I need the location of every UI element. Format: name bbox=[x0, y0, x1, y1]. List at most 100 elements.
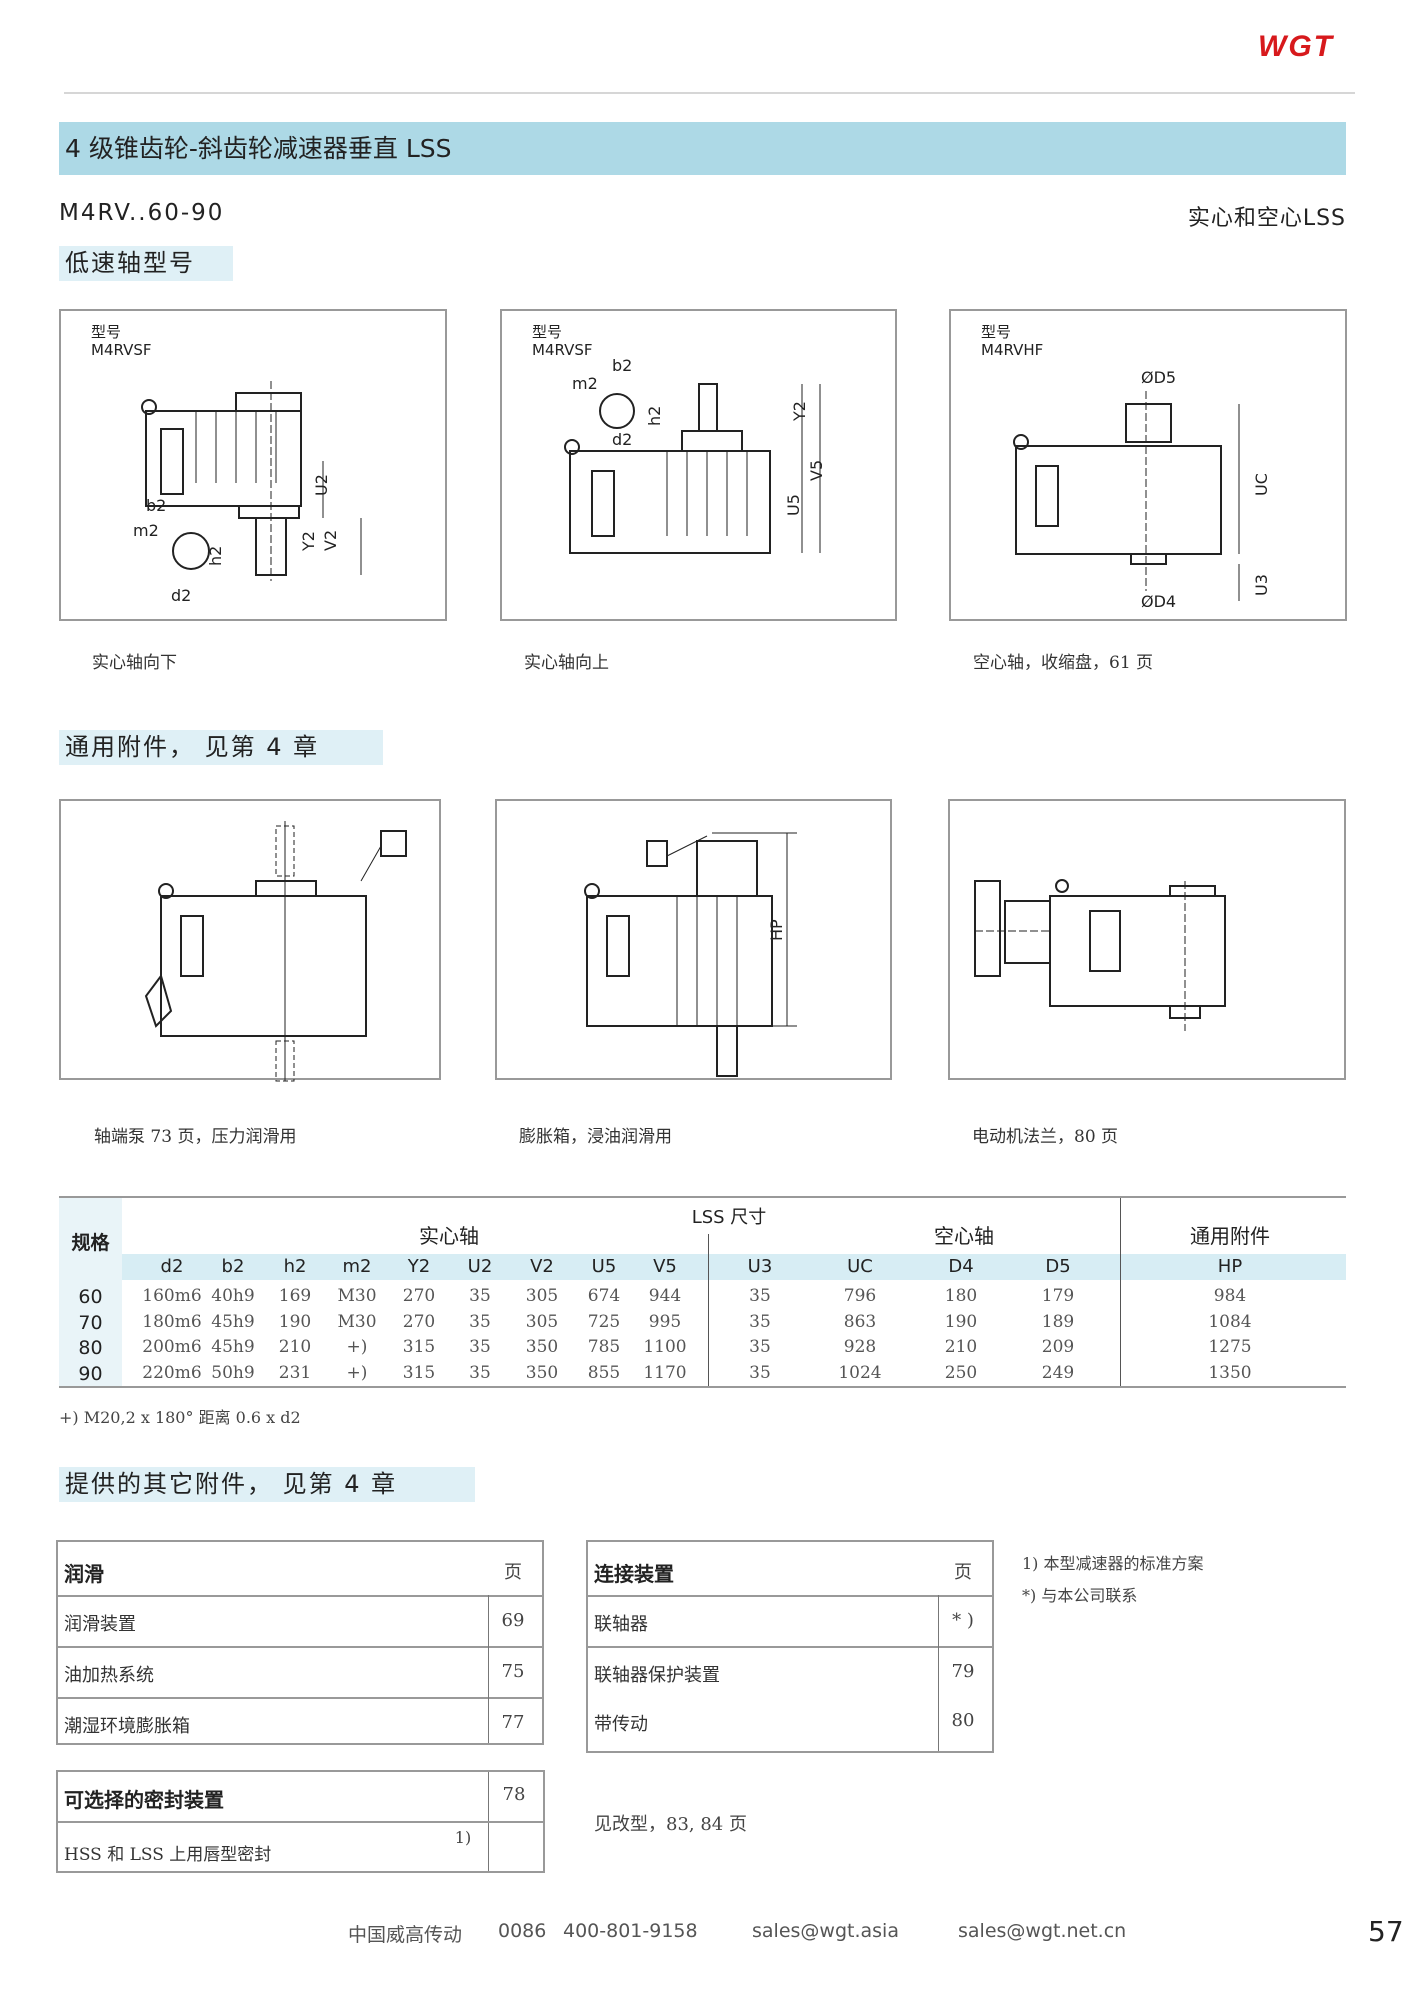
table-title: 连接装置 bbox=[594, 1562, 674, 1586]
column-header: h2 bbox=[283, 1256, 307, 1277]
list-item: 联轴器 bbox=[594, 1614, 648, 1635]
table-cell: 210 bbox=[278, 1337, 312, 1357]
dim-label: Y2 bbox=[790, 401, 809, 422]
table-cell: 169 bbox=[278, 1286, 312, 1306]
type-label: 型号 bbox=[91, 323, 122, 341]
table-cell: 270 bbox=[402, 1312, 436, 1332]
shaft-type: 实心和空心LSS bbox=[1187, 206, 1346, 231]
model-label: M4RVSF bbox=[91, 341, 152, 359]
wgt-logo: WGT bbox=[1258, 30, 1334, 63]
footer-email-2[interactable]: sales@wgt.net.cn bbox=[958, 1920, 1127, 1942]
dim-label: ØD4 bbox=[1141, 592, 1176, 611]
figure-caption: 空心轴，收缩盘，61 页 bbox=[973, 653, 1154, 673]
table-cell: 179 bbox=[1041, 1286, 1075, 1306]
table-cell: 315 bbox=[402, 1363, 436, 1383]
page-ref: 79 bbox=[951, 1661, 975, 1682]
dim-label: Y2 bbox=[299, 531, 318, 552]
page-header: 页 bbox=[954, 1562, 972, 1583]
solid-shaft-header: 实心轴 bbox=[419, 1224, 479, 1248]
table-footnote: +) M20,2 x 180° 距离 0.6 x d2 bbox=[59, 1408, 301, 1427]
table-cell: 249 bbox=[1041, 1363, 1075, 1383]
table-cell: 35 bbox=[749, 1363, 771, 1383]
header-divider bbox=[64, 92, 1355, 94]
table-cell: 180 bbox=[944, 1286, 978, 1306]
table-cell: 315 bbox=[402, 1337, 436, 1357]
dim-label: ØD5 bbox=[1141, 368, 1176, 387]
table-cell: 855 bbox=[587, 1363, 621, 1383]
column-header: b2 bbox=[221, 1256, 245, 1277]
page-ref: 80 bbox=[951, 1710, 975, 1731]
table-cell: 1275 bbox=[1208, 1337, 1252, 1357]
section-title-other-accessories: 提供的其它附件， 见第 4 章 bbox=[59, 1467, 475, 1502]
dim-label: HP bbox=[767, 919, 786, 941]
dim-label: m2 bbox=[572, 374, 598, 393]
dim-label: U5 bbox=[784, 494, 803, 516]
section-title-lss-types: 低速轴型号 bbox=[59, 246, 233, 281]
figure-expansion-tank: HP bbox=[495, 799, 892, 1080]
figure-caption: 实心轴向下 bbox=[92, 653, 177, 673]
column-header: U3 bbox=[747, 1256, 773, 1277]
table-cell: 220m6 bbox=[142, 1363, 202, 1383]
section-title-accessories: 通用附件， 见第 4 章 bbox=[59, 730, 383, 765]
table-cell: 35 bbox=[749, 1312, 771, 1332]
page-ref: 69 bbox=[501, 1610, 525, 1631]
figure-caption: 实心轴向上 bbox=[524, 653, 609, 673]
column-header: U5 bbox=[591, 1256, 617, 1277]
list-item: 油加热系统 bbox=[64, 1665, 154, 1686]
dim-label: UC bbox=[1252, 473, 1271, 496]
table-cell: 35 bbox=[469, 1312, 491, 1332]
figure-motor-flange bbox=[948, 799, 1346, 1080]
table-cell: 250 bbox=[944, 1363, 978, 1383]
figure-caption: 电动机法兰，80 页 bbox=[972, 1127, 1119, 1147]
dim-label: d2 bbox=[171, 586, 191, 605]
size-column bbox=[59, 1198, 122, 1386]
coupling-table: 连接装置 页 联轴器 * ) 联轴器保护装置 79 带传动 80 bbox=[586, 1540, 994, 1753]
divider bbox=[1120, 1198, 1121, 1386]
table-cell: 45h9 bbox=[211, 1337, 255, 1357]
dim-label: h2 bbox=[206, 546, 225, 566]
type-label: 型号 bbox=[981, 323, 1012, 341]
page-ref: 78 bbox=[502, 1784, 526, 1805]
table-cell: +) bbox=[346, 1337, 368, 1357]
footer-email-1[interactable]: sales@wgt.asia bbox=[752, 1920, 899, 1942]
figure-shaft-end-pump bbox=[59, 799, 441, 1082]
column-header: V2 bbox=[530, 1256, 554, 1277]
see-also: 见改型，83, 84 页 bbox=[594, 1814, 747, 1835]
list-item: 联轴器保护装置 bbox=[594, 1665, 720, 1686]
footer-phone: 400-801-9158 bbox=[563, 1920, 698, 1942]
table-cell: 350 bbox=[525, 1363, 559, 1383]
table-cell: 1350 bbox=[1208, 1363, 1252, 1383]
seals-table: 可选择的密封装置 78 HSS 和 LSS 上用唇型密封 1) bbox=[56, 1770, 545, 1873]
page-ref: 77 bbox=[501, 1712, 525, 1733]
dim-label: U3 bbox=[1252, 574, 1271, 596]
table-cell: 1100 bbox=[643, 1337, 687, 1357]
list-item: HSS 和 LSS 上用唇型密封 bbox=[64, 1845, 272, 1865]
table-cell: 725 bbox=[587, 1312, 621, 1332]
table-title: 可选择的密封装置 bbox=[64, 1788, 224, 1812]
column-header: HP bbox=[1217, 1256, 1243, 1277]
size-cell: 80 bbox=[78, 1337, 103, 1359]
table-cell: 350 bbox=[525, 1337, 559, 1357]
type-label: 型号 bbox=[532, 323, 563, 341]
column-header: U2 bbox=[467, 1256, 493, 1277]
lubrication-table: 润滑 页 润滑装置 69 油加热系统 75 潮湿环境膨胀箱 77 bbox=[56, 1540, 544, 1745]
table-cell: 190 bbox=[278, 1312, 312, 1332]
column-header: Y2 bbox=[407, 1256, 431, 1277]
note: 1) 本型减速器的标准方案 bbox=[1022, 1554, 1204, 1573]
figure-caption: 轴端泵 73 页，压力润滑用 bbox=[94, 1127, 297, 1147]
list-item: 潮湿环境膨胀箱 bbox=[64, 1716, 190, 1737]
dim-label: h2 bbox=[645, 406, 664, 426]
list-item: 润滑装置 bbox=[64, 1614, 136, 1635]
column-header: D5 bbox=[1045, 1256, 1071, 1277]
table-cell: 305 bbox=[525, 1286, 559, 1306]
table-cell: 231 bbox=[278, 1363, 312, 1383]
table-cell: 40h9 bbox=[211, 1286, 255, 1306]
table-cell: 35 bbox=[749, 1337, 771, 1357]
column-header: UC bbox=[847, 1256, 873, 1277]
table-cell: M30 bbox=[337, 1312, 377, 1332]
dim-label: V2 bbox=[321, 530, 340, 551]
list-item: 带传动 bbox=[594, 1714, 648, 1735]
